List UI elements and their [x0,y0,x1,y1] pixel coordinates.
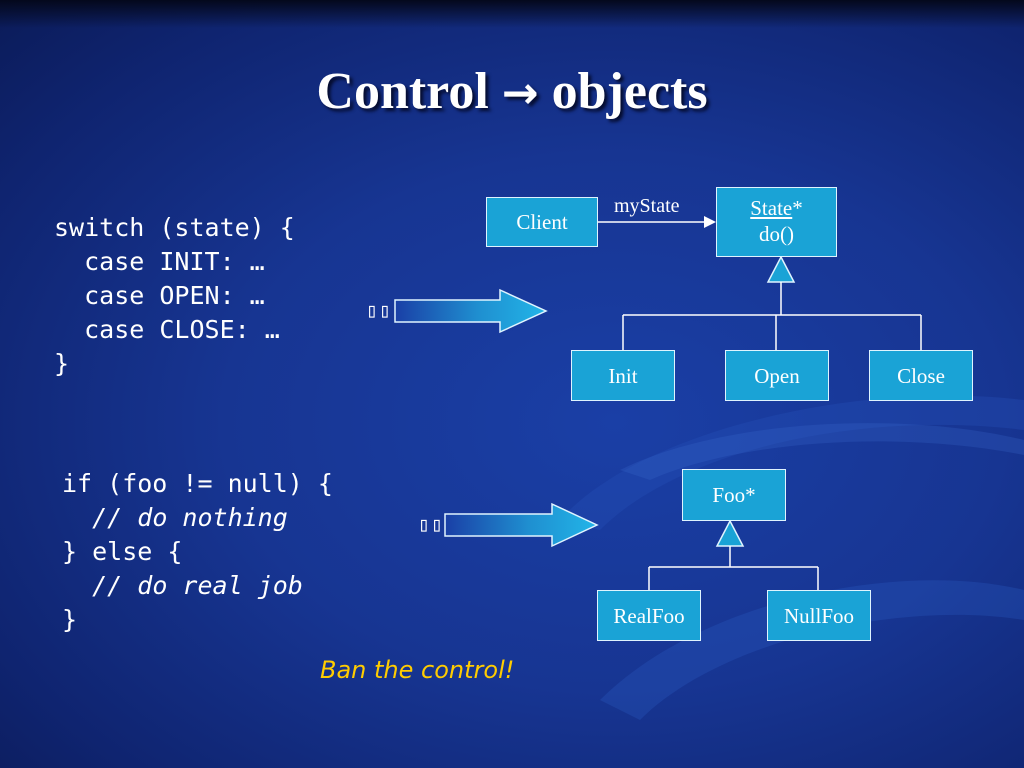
code-line: case CLOSE: … [54,315,280,344]
code-line: // do real job [62,569,333,603]
uml-class-client: Client [486,197,598,247]
uml-class-nullfoo: NullFoo [767,590,871,641]
uml-class-init: Init [571,350,675,401]
arrow-glyph-icon: ▯▯ [366,298,393,322]
code-block-if: if (foo != null) { // do nothing } else {… [62,467,333,637]
code-block-switch: switch (state) { case INIT: … case OPEN:… [54,211,295,381]
code-line: // do nothing [62,501,333,535]
code-line: } [62,605,78,634]
uml-class-state: State* do() [716,187,837,257]
slide-title: Control → objects [0,62,1024,121]
uml-class-close: Close [869,350,973,401]
transform-arrow-2 [444,502,599,548]
code-line: case OPEN: … [54,281,265,310]
code-line: } else { [62,537,183,566]
title-right: objects [551,63,708,120]
class-name: State [750,196,793,220]
class-method: do() [759,222,794,246]
uml-class-open: Open [725,350,829,401]
code-line: } [54,349,70,378]
title-arrow-icon: → [501,68,539,119]
code-comment: // do nothing [92,503,288,532]
uml-class-foo: Foo* [682,469,786,521]
code-comment: // do real job [92,571,303,600]
association-label: myState [614,195,680,217]
title-left: Control [316,63,489,120]
transform-arrow-1 [394,288,548,334]
uml-class-realfoo: RealFoo [597,590,701,641]
top-band [0,0,1024,28]
code-line: if (foo != null) { [62,469,333,498]
code-line: case INIT: … [54,247,265,276]
ban-control-note: Ban the control! [320,656,515,684]
arrow-glyph-icon: ▯▯ [418,512,445,536]
code-line: switch (state) { [54,213,295,242]
